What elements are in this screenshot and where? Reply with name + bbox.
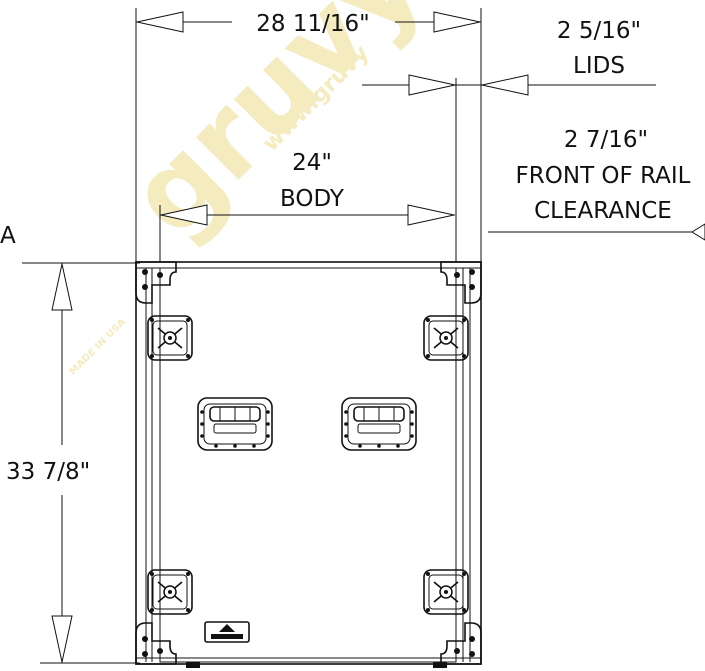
arrowhead <box>433 11 481 33</box>
watermark: gruvy www.gruvy MADE IN USA <box>67 0 445 377</box>
case-body <box>135 261 482 668</box>
handle-left <box>197 397 273 451</box>
corner-bracket-top-left <box>135 261 177 304</box>
arrowhead <box>408 74 456 96</box>
corner-bracket-bottom-right <box>440 622 482 665</box>
arrowhead <box>136 11 184 33</box>
watermark-made-in-text: MADE IN USA <box>67 317 128 378</box>
lids-dimension: 2 5/16" LIDS <box>362 18 656 96</box>
lids-value-label: 2 5/16" <box>557 18 641 44</box>
front-of-rail-line2-label: CLEARANCE <box>534 198 672 224</box>
foot-left <box>186 662 200 668</box>
case-outline <box>135 261 482 665</box>
body-text-label: BODY <box>280 186 345 212</box>
handle-right <box>341 397 417 451</box>
foot-right <box>433 662 447 668</box>
arrowhead <box>691 223 705 241</box>
lids-text-label: LIDS <box>573 53 625 79</box>
corner-bracket-bottom-left <box>135 622 177 665</box>
front-of-rail-value-label: 2 7/16" <box>564 127 648 153</box>
body-dimension: 24" BODY <box>160 150 455 226</box>
overall-width-dimension: 28 11/16" <box>136 11 481 37</box>
corner-bracket-top-right <box>440 261 482 304</box>
arrowhead <box>407 204 455 226</box>
arrowhead <box>481 74 529 96</box>
brand-badge <box>204 621 250 643</box>
height-value-label: 33 7/8" <box>6 459 90 485</box>
overall-width-label: 28 11/16" <box>256 11 369 37</box>
height-dimension: 33 7/8" <box>6 262 140 664</box>
arrowhead <box>51 615 73 663</box>
case-front-panel <box>159 267 457 663</box>
latch-bottom-left <box>147 569 193 615</box>
front-of-rail-line1-label: FRONT OF RAIL <box>516 163 691 189</box>
cut-label: A <box>0 223 16 249</box>
latch-top-left <box>147 315 193 361</box>
arrowhead <box>51 263 73 311</box>
front-of-rail-dimension: 2 7/16" FRONT OF RAIL CLEARANCE <box>488 127 705 241</box>
arrowhead <box>160 204 208 226</box>
body-value-label: 24" <box>292 150 332 176</box>
latch-top-right <box>423 315 469 361</box>
latch-bottom-right <box>423 569 469 615</box>
